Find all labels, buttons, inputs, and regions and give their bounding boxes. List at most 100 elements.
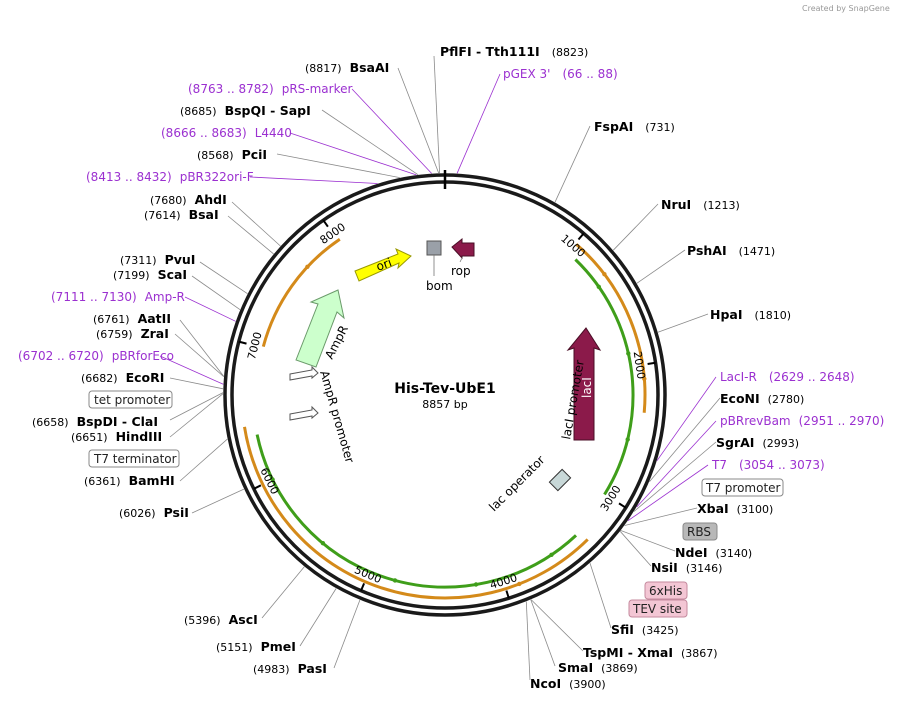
arc-direction-marker <box>626 351 631 356</box>
primer-pbr322ori-f[interactable]: (8413 .. 8432)pBR322ori-F <box>86 170 254 184</box>
primer-prs-marker[interactable]: (8763 .. 8782)pRS-marker <box>188 82 352 96</box>
arc-direction-marker <box>549 552 554 557</box>
site-ndei[interactable]: NdeI(3140) <box>675 545 752 560</box>
primer-pbrrevbam[interactable]: pBRrevBam(2951 .. 2970) <box>720 414 884 428</box>
svg-text:TEV site: TEV site <box>632 602 682 616</box>
primer-leader-line <box>184 296 236 322</box>
rop-label: rop <box>451 264 471 278</box>
primer-laci-r[interactable]: LacI-R(2629 .. 2648) <box>720 370 855 384</box>
bom-feature: bom <box>426 240 453 293</box>
site-leader-line <box>633 441 717 512</box>
feature-6xhis[interactable]: 6xHis <box>644 581 688 600</box>
arc-direction-marker <box>270 477 275 482</box>
svg-text:6xHis: 6xHis <box>649 584 682 598</box>
site-leader-line <box>333 599 361 669</box>
site-leader-line <box>191 275 241 311</box>
site-pcii[interactable]: (8568)PciI <box>197 147 267 162</box>
site-leader-line <box>169 377 224 390</box>
tick-label-1000: 1000 <box>558 232 588 260</box>
primer-l4440[interactable]: (8666 .. 8683)L4440 <box>161 126 292 140</box>
site-leader-line <box>299 588 337 647</box>
site-sfii[interactable]: SfiI(3425) <box>611 622 679 637</box>
site-leader-line <box>169 393 224 438</box>
arc-direction-marker <box>320 541 326 546</box>
site-leader-line <box>619 531 652 567</box>
feature-t7-promoter[interactable]: T7 promoter <box>701 478 784 497</box>
svg-text:T7 promoter: T7 promoter <box>705 481 781 495</box>
feature-tet-promoter[interactable]: tet promoter <box>88 390 173 409</box>
site-leader-line <box>261 566 305 619</box>
site-leader-line <box>397 67 440 174</box>
primer-leader-line <box>159 355 224 385</box>
svg-text:RBS: RBS <box>687 525 711 539</box>
site-leader-line <box>525 601 531 681</box>
site-hindiii[interactable]: (6651)HindIII <box>71 429 162 444</box>
site-ecori[interactable]: (6682)EcoRI <box>81 370 164 385</box>
arc-direction-marker <box>305 264 310 269</box>
site-leader-line <box>624 507 698 526</box>
tick-mark-7000 <box>238 340 247 345</box>
tick-label-3000: 3000 <box>598 483 624 514</box>
site-nrui[interactable]: NruI(1213) <box>661 197 740 212</box>
snapgene-watermark: Created by SnapGene <box>802 4 890 13</box>
site-ahdi[interactable]: (7680)AhdI <box>150 192 227 207</box>
orange-arc-right <box>575 243 647 413</box>
tet-promoter-arrow <box>289 405 319 421</box>
tick-mark-8000 <box>322 219 329 228</box>
site-fspai[interactable]: FspAI(731) <box>594 119 675 134</box>
primer-pbrforeco[interactable]: (6702 .. 6720)pBRforEco <box>18 349 174 363</box>
site-econi[interactable]: EcoNI(2780) <box>720 391 804 406</box>
laci-label: lacI <box>580 377 594 398</box>
primer-pgex3[interactable]: pGEX 3'(66 .. 88) <box>503 67 618 81</box>
site-bamhi[interactable]: (6361)BamHI <box>84 473 175 488</box>
site-tspmi[interactable]: TspMI - XmaI(3867) <box>583 645 718 660</box>
site-leader-line <box>174 333 225 378</box>
primer-amp-r[interactable]: (7111 .. 7130)Amp-R <box>51 290 185 304</box>
site-bspdi[interactable]: (6658)BspDI - ClaI <box>32 414 158 429</box>
site-nsii[interactable]: NsiI(3146) <box>651 560 722 575</box>
primer-leader-line <box>636 420 717 508</box>
site-bsaai[interactable]: (8817)BsaAI <box>305 60 389 75</box>
site-leader-line <box>169 392 224 421</box>
tick-mark-1000 <box>577 232 585 241</box>
ori-arrow <box>354 248 412 282</box>
site-pmei[interactable]: (5151)PmeI <box>216 639 296 654</box>
site-psii[interactable]: (6026)PsiI <box>119 505 189 520</box>
tick-mark-5000 <box>360 583 366 592</box>
primer-t7[interactable]: T7(3054 .. 3073) <box>711 458 825 472</box>
site-leader-line <box>554 125 591 203</box>
feature-t7-terminator[interactable]: T7 terminator <box>88 449 180 468</box>
green-arc-bottom <box>255 434 578 589</box>
site-leader-line <box>199 261 248 295</box>
site-leader-line <box>433 55 440 174</box>
feature-rbs[interactable]: RBS <box>682 522 718 541</box>
site-ncoi[interactable]: NcoI(3900) <box>530 676 606 691</box>
feature-tev-site[interactable]: TEV site <box>628 599 688 618</box>
primer-leader-line <box>656 376 717 461</box>
ampr-promoter-arrow <box>289 365 319 381</box>
plasmid-length: 8857 bp <box>422 398 467 411</box>
plasmid-name: His-Tev-UbE1 <box>394 381 495 397</box>
site-leader-line <box>530 599 584 652</box>
site-zrai[interactable]: (6759)ZraI <box>96 326 169 341</box>
tick-mark-6000 <box>253 484 262 490</box>
primer-leader-line <box>351 88 432 174</box>
rop-feature: rop <box>451 237 475 278</box>
site-aatii[interactable]: (6761)AatII <box>93 311 171 326</box>
site-bspqi[interactable]: (8685)BspQI - SapI <box>180 103 311 118</box>
site-leader-line <box>276 153 400 178</box>
svg-text:T7 terminator: T7 terminator <box>93 452 177 466</box>
site-bsai[interactable]: (7614)BsaI <box>144 207 219 222</box>
site-pasi[interactable]: (4983)PasI <box>253 661 327 676</box>
site-leader-line <box>620 530 676 552</box>
site-scai[interactable]: (7199)ScaI <box>113 267 187 282</box>
tick-label-2000: 2000 <box>631 350 648 380</box>
site-sgrai[interactable]: SgrAI(2993) <box>716 435 799 450</box>
site-hpai[interactable]: HpaI(1810) <box>710 307 791 322</box>
site-smai[interactable]: SmaI(3869) <box>558 660 638 675</box>
site-pshai[interactable]: PshAI(1471) <box>687 243 775 258</box>
site-pvui[interactable]: (7311)PvuI <box>120 252 195 267</box>
site-pflfi[interactable]: PflFI - Tth111I(8823) <box>440 44 588 59</box>
site-asci[interactable]: (5396)AscI <box>184 612 258 627</box>
site-xbai[interactable]: XbaI(3100) <box>697 501 773 516</box>
